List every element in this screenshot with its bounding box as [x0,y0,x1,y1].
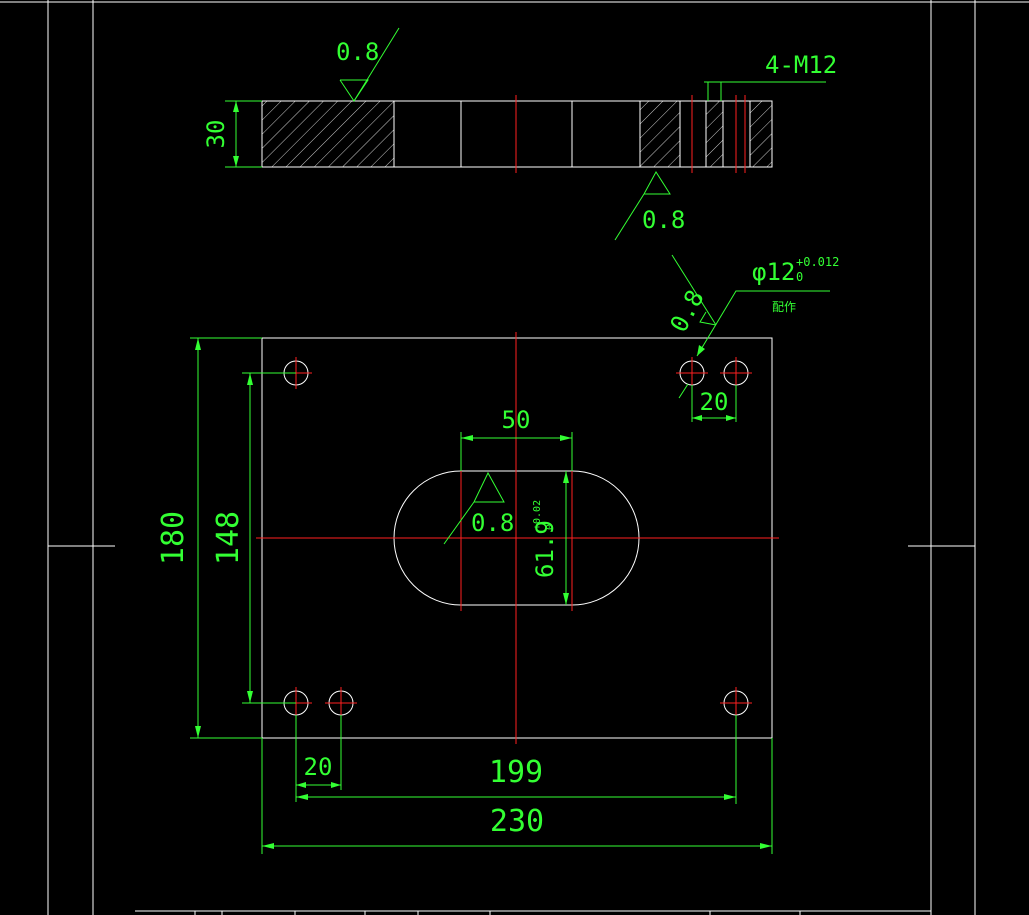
section-hatch [262,101,394,167]
slot-height-tolerance-upper: +0.02 [532,500,543,530]
pin-offset-top-dimension: 20 [700,388,729,416]
pin-hole-remark: 配作 [772,300,796,314]
slot-width-dimension: 50 [502,406,531,434]
pin-hole-diameter: φ12 [752,258,795,286]
pin-hole-tolerance-upper: +0.012 [796,255,839,269]
overall-height-dimension: 180 [156,511,191,565]
hole-spacing-x-dimension: 199 [489,755,543,790]
pin-offset-bottom-dimension: 20 [304,753,333,781]
mounting-hole [720,357,752,389]
slot-height-tolerance-lower: 0 [545,524,556,530]
roughness-label: 0.8 [665,285,710,336]
pin-hole-tolerance-lower: 0 [796,270,803,284]
roughness-label: 0.8 [642,206,685,234]
section-hatch [640,101,680,167]
roughness-label: 0.8 [471,509,514,537]
thickness-dimension: 30 [202,120,230,149]
section-hatch [706,101,723,167]
slot-height-dimension: 61.9 [531,520,559,578]
plate-section-outline [261,100,773,168]
dowel-hole [676,357,708,389]
hole-spacing-y-dimension: 148 [211,511,246,565]
plan-view: 180 148 50 61.9 +0.02 0 0.8 20 [156,254,839,854]
thread-callout: 4-M12 [765,51,837,79]
side-section-view: 30 4-M12 0.8 0.8 [202,27,837,241]
dowel-hole [325,687,357,719]
section-hatch [750,101,772,167]
overall-width-dimension: 230 [490,804,544,839]
mounting-hole [720,687,752,719]
roughness-label: 0.8 [336,38,379,66]
